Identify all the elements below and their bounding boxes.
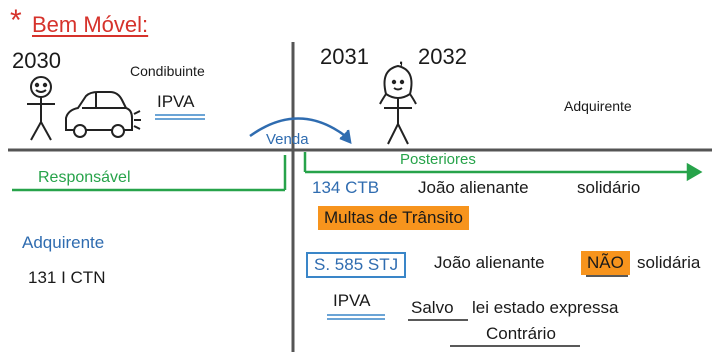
year-2030: 2030: [12, 48, 61, 73]
contrario-label: Contrário: [486, 324, 556, 343]
ipva-top-underline: [155, 114, 205, 120]
ctn-label: 131 I CTN: [28, 268, 106, 287]
year-2032: 2032: [418, 44, 467, 69]
responsavel-bracket: [12, 155, 287, 192]
ipva-bottom-label: IPVA: [333, 291, 371, 310]
ipva-top-label: IPVA: [157, 92, 195, 111]
year-2031: 2031: [320, 44, 369, 69]
venda-arrow: [249, 117, 352, 144]
salvo-label: Salvo: [411, 298, 454, 317]
man-stick-figure-icon: [27, 76, 55, 141]
solidaria-label: solidária: [637, 253, 701, 272]
venda-label: Venda: [266, 131, 309, 148]
solidario-label: solidário: [577, 178, 641, 197]
lei-estado-expressa-label: lei estado expressa: [472, 298, 619, 317]
responsavel-label: Responsável: [38, 169, 131, 186]
year-comma: ,: [398, 44, 405, 69]
title-star: *: [10, 4, 22, 37]
joao-alienante-1: João alienante: [418, 178, 529, 197]
posteriores-arrow: [303, 152, 703, 182]
condibuinte-label: Condibuinte: [130, 63, 205, 79]
joao-alienante-2: João alienante: [434, 253, 545, 272]
ctb-label: 134 CTB: [312, 178, 380, 197]
multas-transito-badge: Multas de Trânsito: [318, 206, 469, 230]
page-title: Bem Móvel:: [32, 12, 149, 37]
posteriores-label: Posteriores: [400, 151, 476, 168]
adquirente-right-label: Adquirente: [564, 98, 632, 114]
sumula-585-box: S. 585 STJ: [306, 252, 407, 278]
woman-stick-figure-icon: [379, 64, 417, 145]
ipva-bottom-underline: [327, 314, 385, 320]
adquirente-left-label: Adquirente: [22, 233, 105, 252]
nao-badge: NÃO: [581, 251, 630, 275]
car-icon: [65, 91, 141, 138]
